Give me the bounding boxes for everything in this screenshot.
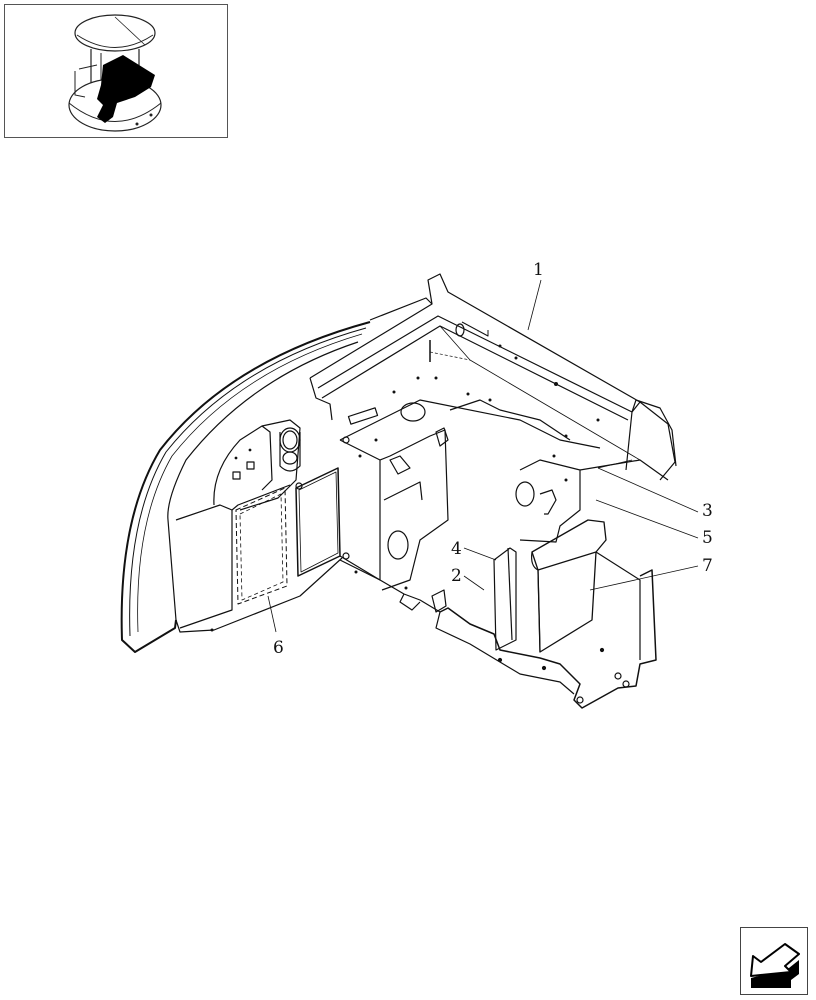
previous-page-button[interactable] xyxy=(740,927,808,995)
callout-4: 4 xyxy=(451,539,462,559)
callout-7: 7 xyxy=(702,556,713,576)
previous-page-arrow-icon xyxy=(750,943,800,988)
leader-1 xyxy=(527,279,542,331)
leader-6 xyxy=(267,595,277,633)
callout-2: 2 xyxy=(451,566,462,586)
callout-6: 6 xyxy=(273,638,284,658)
leader-5 xyxy=(595,499,699,539)
callout-1: 1 xyxy=(533,260,544,280)
leader-2 xyxy=(463,575,485,591)
side-panel-outline xyxy=(120,321,371,653)
leader-4 xyxy=(463,547,497,561)
locator-thumbnail xyxy=(4,4,228,138)
machine-overview-icon xyxy=(68,14,162,132)
callout-5: 5 xyxy=(702,528,713,548)
leader-7 xyxy=(589,565,699,591)
leader-3 xyxy=(597,467,699,513)
callout-3: 3 xyxy=(702,501,713,521)
part-6-dashed-outline xyxy=(235,487,288,605)
